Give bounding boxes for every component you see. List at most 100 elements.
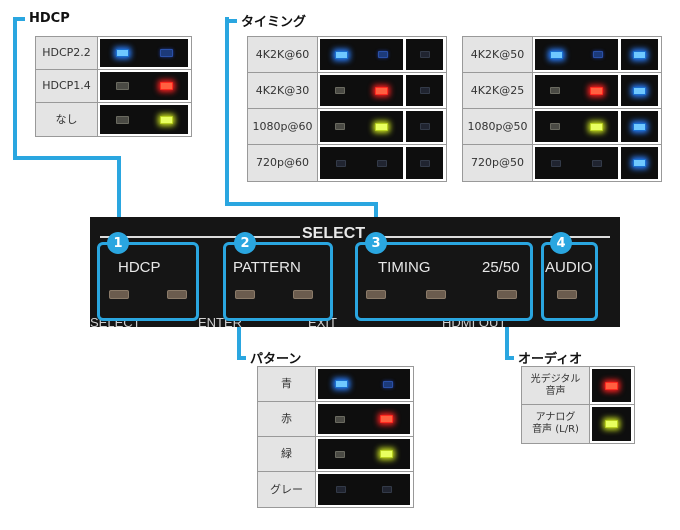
table-row: 720p@50 xyxy=(463,145,661,181)
led-icon xyxy=(590,122,603,131)
led-icon xyxy=(335,50,348,59)
hdcp-led-2 xyxy=(167,290,187,299)
wire-timing-h xyxy=(225,202,378,206)
timing-heading-text: タイミング xyxy=(241,15,307,30)
pattern-led-1 xyxy=(235,290,255,299)
led-cell xyxy=(535,75,618,106)
audio-button-frame[interactable] xyxy=(541,242,598,321)
table-row: 光デジタル 音声 xyxy=(522,367,634,405)
wire-hdcp-v2 xyxy=(117,156,121,236)
led-cell xyxy=(535,111,618,142)
led-cell xyxy=(592,369,631,402)
table-row: 4K2K@30 xyxy=(248,73,446,109)
badge-2: 2 xyxy=(234,232,256,254)
led-icon xyxy=(335,87,345,94)
hdcp-button-frame[interactable] xyxy=(97,242,199,321)
heading-marker-icon xyxy=(228,18,237,23)
row-label: 1080p@60 xyxy=(248,109,318,144)
row-label: アナログ 音声 (L/R) xyxy=(522,405,590,443)
row-label: 4K2K@30 xyxy=(248,73,318,108)
audio-heading-text: オーディオ xyxy=(518,352,583,367)
table-row: 4K2K@50 xyxy=(463,37,661,73)
timing-led-1 xyxy=(366,290,386,299)
led-cell xyxy=(320,39,403,70)
led-icon xyxy=(377,159,388,167)
row-label: 4K2K@60 xyxy=(248,37,318,72)
led-cell xyxy=(320,111,403,142)
wire-hdcp-v1 xyxy=(13,17,17,159)
led-cell xyxy=(318,369,410,399)
badge-1: 1 xyxy=(107,232,129,254)
table-row: 4K2K@60 xyxy=(248,37,446,73)
pattern-button-frame[interactable] xyxy=(223,242,333,321)
table-row: 赤 xyxy=(258,402,413,437)
table-row: 1080p@50 xyxy=(463,109,661,145)
led-cell xyxy=(100,72,188,100)
led-icon xyxy=(159,49,173,57)
select-line-right xyxy=(380,236,610,238)
row-label: 4K2K@25 xyxy=(463,73,533,108)
table-row: HDCP1.4 xyxy=(36,70,191,103)
pattern-table: 青 赤 緑 グレー xyxy=(257,366,414,508)
led-icon xyxy=(335,123,345,130)
led-icon xyxy=(605,420,618,428)
led-icon xyxy=(336,486,346,493)
audio-led xyxy=(557,290,577,299)
row-label: 4K2K@50 xyxy=(463,37,533,72)
led-icon xyxy=(550,159,561,167)
led-cell xyxy=(535,147,618,179)
led-icon xyxy=(375,86,388,95)
led-icon xyxy=(592,159,603,167)
led-cell xyxy=(318,404,410,434)
led-cell xyxy=(406,39,443,70)
row-label: 720p@50 xyxy=(463,145,533,181)
led-cell xyxy=(320,147,403,179)
led-icon xyxy=(335,380,349,388)
hdcp-label: HDCP xyxy=(118,259,161,276)
led-icon xyxy=(375,122,388,131)
table-row: 1080p@60 xyxy=(248,109,446,145)
heading-marker-icon xyxy=(16,16,25,21)
led-cell xyxy=(318,439,410,469)
led-cell xyxy=(535,39,618,70)
row-label: 720p@60 xyxy=(248,145,318,181)
wire-audio-v xyxy=(505,318,509,358)
timing-heading: タイミング xyxy=(228,11,306,30)
heading-marker-icon xyxy=(505,355,514,360)
hdcp-heading: HDCP xyxy=(16,11,70,26)
led-icon xyxy=(382,486,392,493)
led-icon xyxy=(379,450,393,458)
table-row: アナログ 音声 (L/R) xyxy=(522,405,634,443)
select-line-left xyxy=(100,236,300,238)
led-cell xyxy=(406,75,443,106)
led-icon xyxy=(550,50,563,59)
select-label: SELECT xyxy=(302,225,366,242)
led-icon xyxy=(419,51,430,58)
badge-3: 3 xyxy=(365,232,387,254)
heading-marker-icon xyxy=(237,355,246,360)
rate-label: 25/50 xyxy=(482,259,520,276)
led-icon xyxy=(159,115,173,124)
timing-table-left: 4K2K@60 4K2K@30 1080p@60 720p@60 xyxy=(247,36,447,182)
hdcp-table: HDCP2.2 HDCP1.4 なし xyxy=(35,36,192,137)
pattern-heading: パターン xyxy=(237,348,301,367)
led-icon xyxy=(379,415,393,423)
led-cell xyxy=(320,75,403,106)
row-label: 青 xyxy=(258,367,316,401)
audio-table: 光デジタル 音声 アナログ 音声 (L/R) xyxy=(521,366,635,444)
row-label: HDCP1.4 xyxy=(36,70,98,102)
led-icon xyxy=(633,159,646,167)
timing-button-frame[interactable] xyxy=(355,242,533,321)
hdcp-heading-text: HDCP xyxy=(29,11,70,26)
timing-table-right: 4K2K@50 4K2K@25 1080p@50 720p@50 xyxy=(462,36,662,182)
wire-hdcp-h xyxy=(13,156,121,160)
led-icon xyxy=(419,123,430,130)
led-cell xyxy=(621,111,658,142)
led-icon xyxy=(335,450,346,458)
led-cell xyxy=(318,474,410,505)
led-icon xyxy=(335,415,346,423)
led-cell xyxy=(406,111,443,142)
wire-pattern-v xyxy=(237,318,241,358)
row-label: 光デジタル 音声 xyxy=(522,367,590,404)
led-icon xyxy=(115,115,129,124)
